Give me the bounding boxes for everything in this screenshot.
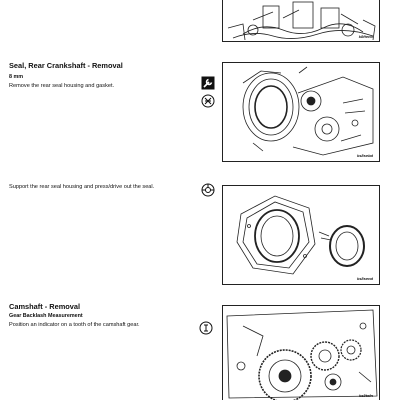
- instruction-text: Support the rear seal housing and press/…: [9, 184, 155, 190]
- figure-seal-press: ks8send: [222, 185, 380, 285]
- figure-rear-seal-housing: ks8sebd: [222, 62, 380, 162]
- press-drive-icon: [201, 183, 215, 197]
- instruction-text: Position an indicator on a tooth of the …: [9, 322, 140, 328]
- figure-label: ks8tefn: [358, 393, 373, 398]
- figure-label: ks8send: [356, 276, 373, 281]
- instruction-text: Remove the rear seal housing and gasket.: [9, 83, 115, 89]
- measure-icon: [199, 321, 213, 335]
- figure-label: ks8sebd: [356, 153, 373, 158]
- wrench-icon: [201, 76, 215, 90]
- tool-size: 8 mm: [9, 74, 24, 80]
- section-subtitle: Gear Backlash Measurement: [9, 313, 83, 319]
- figure-camshaft-gears: ks8tefn: [222, 305, 380, 400]
- remove-icon: [201, 94, 215, 108]
- section-title: Seal, Rear Crankshaft - Removal: [9, 61, 123, 70]
- figure-engine-top: k8fteno: [222, 0, 380, 42]
- figure-label: k8fteno: [358, 34, 373, 39]
- section-title: Camshaft - Removal: [9, 302, 81, 311]
